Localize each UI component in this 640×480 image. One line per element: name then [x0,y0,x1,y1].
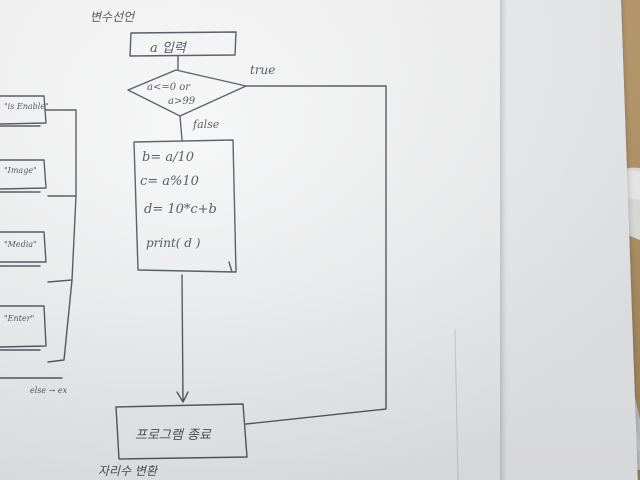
process-line-1: b= a/10 [142,150,195,165]
decision-diamond [127,69,247,117]
arrow-decision-to-process [179,115,183,141]
start-label: a 입력 [150,41,186,56]
header-note: 변수선언 [90,10,135,24]
end-box [115,403,248,460]
end-label: 프로그램 종료 [135,428,211,443]
false-label: false [193,118,220,131]
arrow-process-to-end [181,274,184,401]
left-label-3: "Media" [4,240,37,249]
process-line-2: c= a%10 [140,174,199,189]
condition-line-1: a<=0 or [147,82,191,93]
process-box-corner [228,261,233,273]
paper-edge-line [454,329,459,480]
process-box [133,139,237,273]
true-label: true [250,63,276,77]
left-label-1: "is Enable" [4,102,49,111]
true-branch-line [245,85,387,425]
start-box [129,31,237,57]
front-paper-sheet [0,0,500,480]
left-label-2: "Image" [4,166,37,175]
left-bottom-note: else → ex [30,386,68,395]
condition-line-2: a>99 [168,96,196,107]
arrowhead-down [176,391,189,403]
process-line-3: d= 10*c+b [144,202,217,217]
left-partial-chart [0,95,77,379]
left-label-4: "Enter" [4,314,35,323]
process-line-4: print( d ) [146,236,201,250]
footer-note: 자리수 변환 [98,464,158,478]
